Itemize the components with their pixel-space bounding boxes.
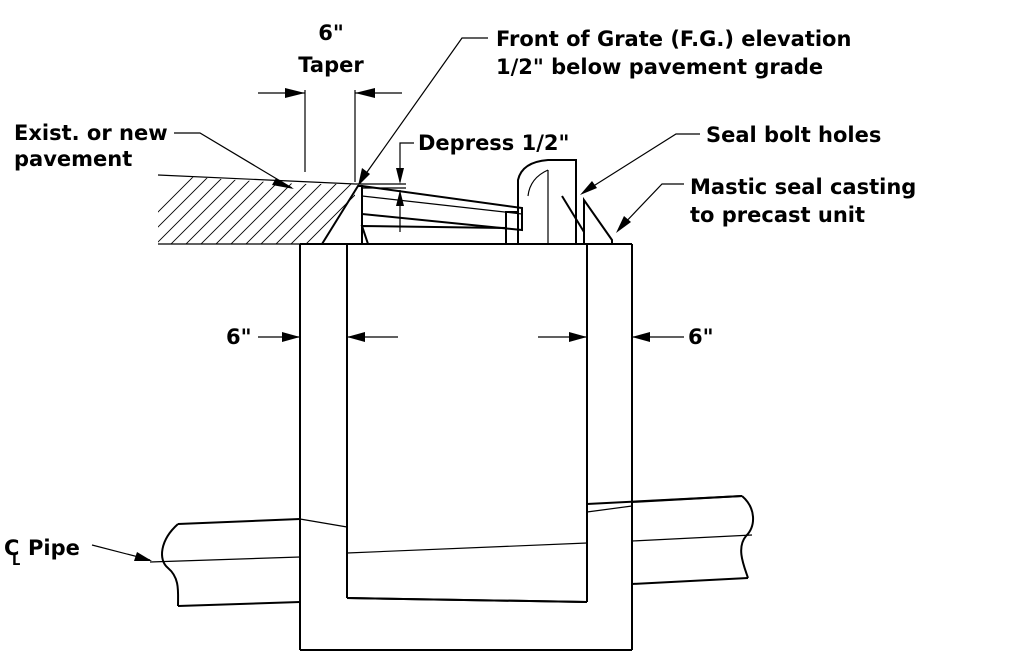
mastic-seal-leader [616, 183, 684, 233]
depress-label: Depress 1/2" [418, 131, 569, 155]
pipe-label-leader [91, 544, 152, 561]
pavement-label-line1: Exist. or new [14, 121, 168, 145]
right-wall-dimension [538, 332, 684, 342]
mastic-label-line2: to precast unit [690, 203, 865, 227]
precast-unit [299, 243, 633, 651]
front-of-grate-leader [358, 37, 488, 186]
front-of-grate-line2: 1/2" below pavement grade [496, 55, 823, 79]
right-wall-dim-label: 6" [688, 325, 714, 349]
taper-dimension [258, 88, 402, 182]
pavement-hatch [158, 175, 355, 244]
pavement-label-line2: pavement [14, 147, 132, 171]
left-wall-dim-label: 6" [226, 325, 252, 349]
taper-dim-value: 6" [318, 21, 344, 45]
centerline-subscript: L [12, 554, 20, 569]
frame-and-grate [320, 159, 613, 245]
taper-label: Taper [298, 53, 364, 77]
grate-top-bar [361, 184, 523, 232]
pipe-centerline [149, 556, 301, 563]
mastic-label-line1: Mastic seal casting [690, 175, 916, 199]
pavement-leader [174, 132, 294, 189]
seal-bolt-holes-label: Seal bolt holes [706, 123, 881, 147]
pavement-surface [157, 174, 356, 185]
front-of-grate-line1: Front of Grate (F.G.) elevation [496, 27, 851, 51]
depress-dimension [355, 142, 414, 232]
curb-casting [517, 159, 577, 245]
centerline-symbol: C [4, 536, 19, 560]
pavement-section [157, 174, 356, 245]
seal-bolt-holes-leader [580, 133, 700, 195]
pipe-centerline-inner [346, 542, 588, 554]
pipe-label: Pipe [28, 536, 80, 560]
left-wall-dimension [258, 332, 398, 342]
pipe [149, 495, 754, 607]
grate-bottom-bar [360, 224, 507, 245]
